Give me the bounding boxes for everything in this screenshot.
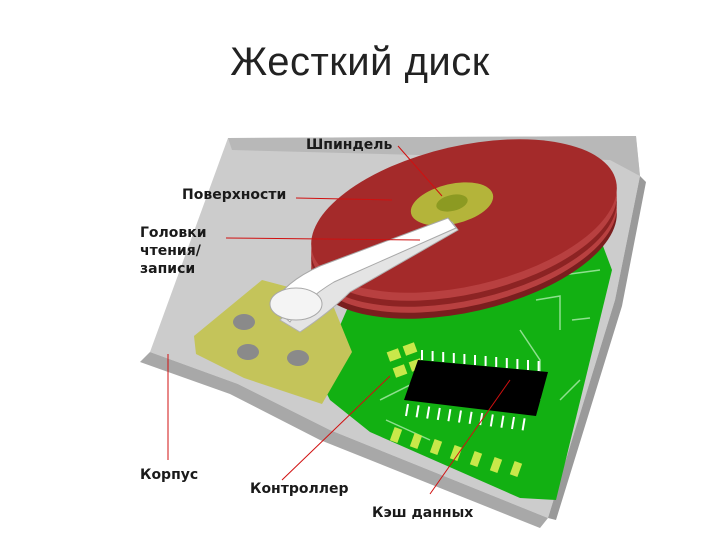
chip-pins (405, 350, 540, 431)
chip-pin (436, 407, 441, 421)
case-edge-right (548, 176, 646, 520)
solder-pads (386, 342, 523, 477)
chip-pin (468, 411, 473, 424)
label-case: Корпус (140, 467, 199, 483)
chip-pin (511, 416, 515, 430)
label-cache: Кэш данных (372, 505, 474, 521)
case-side-left (140, 352, 548, 528)
base-screws (233, 314, 309, 366)
label-controller: Контроллер (250, 481, 349, 497)
leader-heads (225, 237, 421, 241)
leader-controller (281, 375, 391, 481)
leader-spindle (397, 145, 443, 197)
chip-pin (458, 410, 462, 423)
chip-pin (447, 409, 452, 422)
label-surfaces: Поверхности (182, 187, 287, 203)
platter-stack (311, 139, 617, 319)
chip-pin (426, 406, 431, 419)
read-write-head-arm (269, 217, 459, 333)
chip-pin (479, 412, 484, 426)
label-spindle: Шпиндель (306, 137, 393, 153)
page-title: Жесткий диск (230, 40, 490, 84)
chip-pin (489, 414, 494, 427)
chip-pin (405, 403, 409, 417)
cache-chip (404, 360, 548, 416)
chip-pin (521, 418, 526, 431)
chip-pin (500, 415, 505, 428)
spindle-center (436, 194, 468, 212)
label-heads: Головки чтения/ записи (140, 225, 207, 277)
leader-cache (429, 379, 511, 495)
chip-pin (415, 405, 420, 418)
leader-lines (167, 145, 511, 495)
leader-surfaces (295, 197, 393, 201)
